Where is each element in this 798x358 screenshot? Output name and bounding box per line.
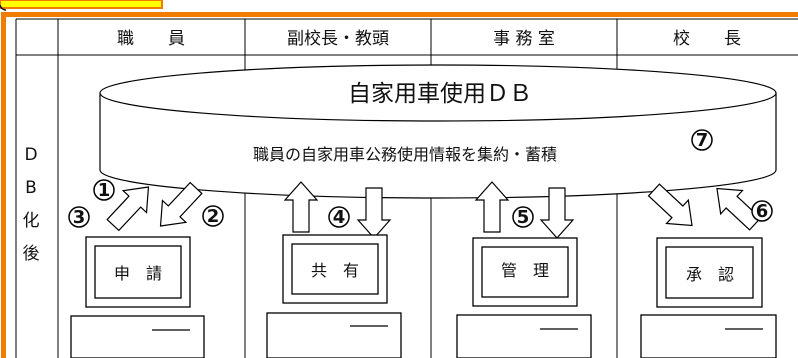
- step-6: 6: [756, 201, 769, 222]
- database-description: 職員の自家用車公務使用情報を集約・蓄積: [253, 145, 557, 164]
- database-cylinder: [99, 64, 777, 199]
- orange-frame: [1, 12, 798, 358]
- computer-share: [266, 234, 402, 358]
- step-1: 1: [98, 180, 111, 201]
- computer-manage: [456, 237, 592, 358]
- step-4: 4: [333, 207, 346, 228]
- computer-apply: [70, 236, 205, 358]
- step-7: 7: [696, 130, 709, 151]
- row-label-ka: 化: [23, 211, 40, 231]
- arrow-step2-return: [159, 181, 203, 227]
- computer-approve: [640, 237, 777, 358]
- step-numbers: 1 2 3 4 5 6 7: [68, 129, 773, 228]
- header-vice-principal: 副校長・教頭: [287, 29, 389, 49]
- arrow-step4-up: [283, 181, 319, 233]
- arrow-step6-to-approval: [647, 183, 693, 227]
- header-principal: 校 長: [673, 29, 741, 49]
- arrow-step5-down: [539, 187, 575, 239]
- row-label-go: 後: [23, 244, 40, 264]
- computer-manage-label: 管 理: [501, 261, 549, 280]
- step-3: 3: [73, 207, 86, 228]
- database-title: 自家用車使用ＤＢ: [348, 81, 532, 107]
- arrow-step5-up: [474, 181, 510, 233]
- computer-share-label: 共 有: [311, 261, 359, 280]
- computer-apply-label: 申 請: [114, 264, 162, 283]
- arrow-step4-down: [356, 187, 392, 239]
- section-tag-circle: [0, 4, 7, 11]
- header-office: 事 務 室: [493, 29, 555, 49]
- step-2: 2: [207, 206, 220, 227]
- arrow-step1-register: [106, 186, 150, 232]
- row-label-d: D: [24, 145, 37, 165]
- computer-approve-label: 承 認: [686, 265, 734, 284]
- step-5: 5: [517, 207, 530, 228]
- header-staff: 職 員: [117, 29, 185, 49]
- row-label-b: B: [25, 178, 37, 198]
- section-tag: [0, 0, 163, 9]
